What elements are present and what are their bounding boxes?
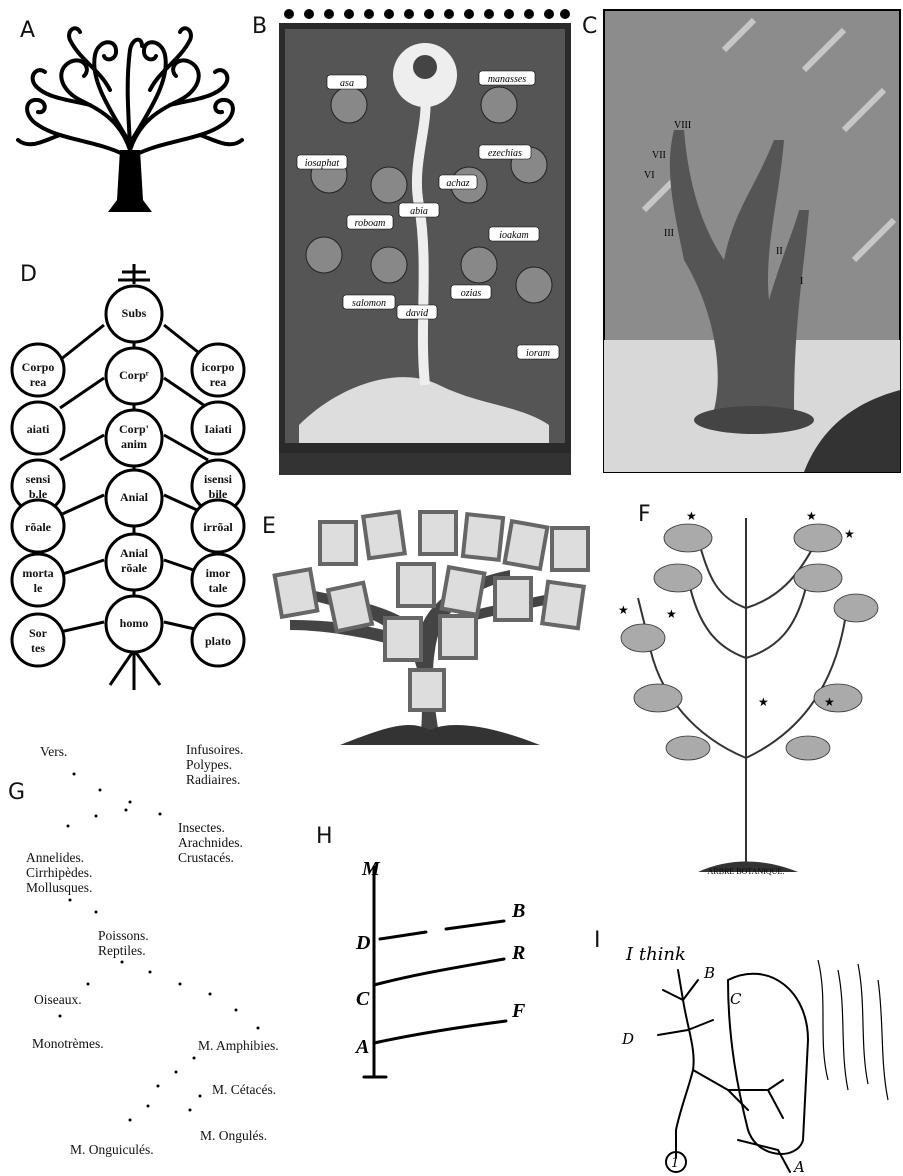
- tree-of-jesse-engraving: asa manasses ezechias iosaphat roboam ab…: [279, 5, 571, 475]
- roman-2: VI: [644, 170, 655, 181]
- rain-tree-engraving: VIII VII VI III II I: [604, 10, 900, 472]
- d-left-2: sensi b.le: [12, 472, 64, 502]
- roman-4: II: [776, 246, 783, 257]
- h-letter-m: M: [361, 858, 381, 880]
- roman-0: VIII: [674, 120, 691, 131]
- i-letter-d: D: [621, 1030, 634, 1048]
- i-circled-1: 1: [671, 1156, 679, 1171]
- h-letter-c: C: [356, 988, 370, 1010]
- banner-10: ozias: [461, 288, 482, 299]
- f-caption: ARBRE BOTANIQUE.: [708, 867, 785, 876]
- d-node-anial-roale: Anial rõale: [106, 546, 162, 576]
- h-letter-f: F: [511, 1000, 526, 1022]
- roman-5: I: [800, 276, 803, 287]
- h-letter-a: A: [354, 1036, 369, 1058]
- i-think-text: I think: [625, 944, 686, 965]
- i-letter-a: A: [792, 1158, 805, 1176]
- d-right-0: icorpo rea: [192, 360, 244, 390]
- d-left-4: morta le: [12, 566, 64, 596]
- h-letter-r: R: [511, 942, 525, 964]
- banner-2: ezechias: [488, 148, 522, 159]
- d-node-homo: homo: [106, 616, 162, 631]
- h-letter-b: B: [511, 900, 525, 922]
- d-left-5: Sor tes: [12, 626, 64, 656]
- banner-6: achaz: [446, 178, 469, 189]
- d-left-0: Corpo rea: [12, 360, 64, 390]
- panel-label-h: H: [316, 824, 333, 849]
- svg-text:★: ★: [686, 509, 697, 523]
- d-left-1: aiati: [12, 422, 64, 437]
- d-node-corp-anim: Corp' anim: [106, 422, 162, 452]
- swirl-tree-figure: [0, 0, 260, 230]
- banner-1: manasses: [488, 74, 526, 85]
- panel-label-c: C: [582, 14, 597, 39]
- svg-text:★: ★: [806, 509, 817, 523]
- d-right-3: irrõal: [192, 520, 244, 535]
- i-letter-c: C: [730, 990, 742, 1008]
- family-tree-frames: [270, 500, 610, 760]
- d-node-subs: Subs: [106, 306, 162, 321]
- h-letter-d: D: [355, 932, 370, 954]
- d-right-4: imor tale: [192, 566, 244, 596]
- d-node-anial: Anial: [106, 490, 162, 505]
- banner-4: roboam: [355, 218, 386, 229]
- d-left-3: rõale: [12, 520, 64, 535]
- h-line-diagram: M D C A B R F: [350, 855, 550, 1085]
- banner-5: abia: [410, 206, 428, 217]
- svg-text:★: ★: [618, 603, 629, 617]
- banner-9: david: [406, 308, 429, 319]
- svg-text:★: ★: [666, 607, 677, 621]
- darwin-sketch: I think B D C A 1: [618, 940, 900, 1176]
- arbre-botanique-figure: ★ ★ ★ ★ ★ ★ ★ ARBRE BOTANIQUE.: [618, 498, 900, 878]
- panel-label-i: I: [594, 928, 601, 953]
- i-letter-b: B: [703, 964, 715, 982]
- banner-3: iosaphat: [305, 158, 340, 169]
- d-node-corp: Corpʳ: [106, 368, 162, 383]
- banner-7: ioakam: [499, 230, 528, 241]
- d-right-5: plato: [192, 634, 244, 649]
- d-right-1: Iaiati: [192, 422, 244, 437]
- banner-11: ioram: [526, 348, 550, 359]
- roman-1: VII: [652, 150, 666, 161]
- banner-0: asa: [340, 78, 354, 89]
- svg-text:★: ★: [844, 527, 855, 541]
- svg-text:★: ★: [758, 695, 769, 709]
- d-right-2: isensi bile: [192, 472, 244, 502]
- banner-8: salomon: [352, 298, 386, 309]
- g-dots: [0, 740, 300, 1160]
- svg-text:★: ★: [824, 695, 835, 709]
- roman-3: III: [664, 228, 674, 239]
